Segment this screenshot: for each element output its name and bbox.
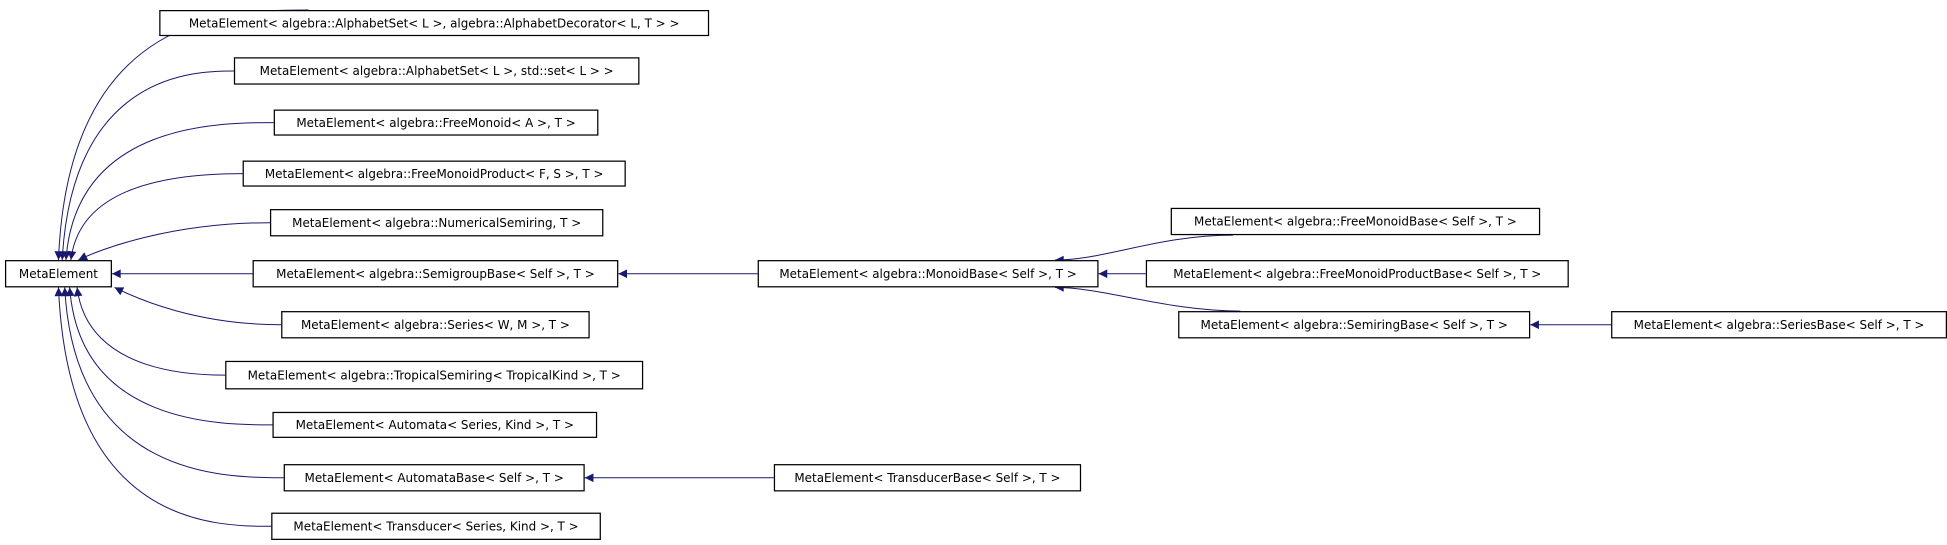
inheritance-edge-n10-to-root: [60, 287, 284, 479]
node-box: [1170, 207, 1541, 236]
edges: [54, 9, 1612, 527]
class-node-f1[interactable]: MetaElement< algebra::FreeMonoidBase< Se…: [1170, 207, 1541, 236]
class-node-n10[interactable]: MetaElement< AutomataBase< Self >, T >: [283, 464, 585, 492]
inheritance-edge-n3-to-root: [62, 122, 274, 261]
node-label: MetaElement< algebra::AlphabetSet< L >, …: [260, 64, 614, 78]
node-label: MetaElement< algebra::FreeMonoid< A >, T…: [296, 116, 575, 130]
class-node-n1[interactable]: MetaElement< algebra::AlphabetSet< L >, …: [159, 9, 710, 37]
inheritance-edge-n11-to-root: [54, 287, 272, 527]
node-label: MetaElement< Transducer< Series, Kind >,…: [293, 520, 578, 534]
node-box: [773, 464, 1082, 492]
node-box: [283, 464, 585, 492]
class-node-n11[interactable]: MetaElement< Transducer< Series, Kind >,…: [271, 512, 601, 540]
node-label: MetaElement< TransducerBase< Self >, T >: [794, 471, 1060, 485]
node-label: MetaElement< algebra::Series< W, M >, T …: [301, 318, 570, 332]
node-box: [225, 360, 644, 390]
node-label: MetaElement< algebra::FreeMonoidProduct<…: [265, 167, 604, 181]
node-label: MetaElement< algebra::SeriesBase< Self >…: [1634, 318, 1925, 332]
node-label: MetaElement< algebra::FreeMonoidBase< Se…: [1194, 215, 1517, 229]
class-node-n5[interactable]: MetaElement< algebra::NumericalSemiring,…: [269, 209, 604, 237]
class-node-n8[interactable]: MetaElement< algebra::TropicalSemiring< …: [225, 360, 644, 390]
class-node-n4[interactable]: MetaElement< algebra::FreeMonoidProduct<…: [242, 160, 626, 187]
node-box: [1611, 311, 1947, 339]
node-box: [252, 260, 619, 288]
node-box: [159, 9, 710, 37]
node-box: [273, 109, 599, 136]
class-node-m1[interactable]: MetaElement< algebra::MonoidBase< Self >…: [757, 260, 1099, 288]
class-node-s2[interactable]: MetaElement< algebra::SeriesBase< Self >…: [1611, 311, 1947, 339]
node-box: [269, 209, 604, 237]
class-node-n6[interactable]: MetaElement< algebra::SemigroupBase< Sel…: [252, 260, 619, 288]
node-label: MetaElement< algebra::TropicalSemiring< …: [248, 368, 621, 382]
class-node-root[interactable]: MetaElement: [4, 260, 112, 288]
class-node-n7[interactable]: MetaElement< algebra::Series< W, M >, T …: [281, 311, 590, 339]
nodes: MetaElement MetaElement< algebra::Alphabe…: [4, 9, 1947, 540]
node-box: [242, 160, 626, 187]
node-label: MetaElement< AutomataBase< Self >, T >: [305, 471, 564, 485]
node-label: MetaElement: [19, 267, 98, 281]
node-label: MetaElement< algebra::MonoidBase< Self >…: [779, 267, 1076, 281]
node-box: [757, 260, 1099, 288]
inheritance-edge-f1-to-m1: [1054, 234, 1233, 265]
inheritance-edge-n2-to-root: [58, 70, 234, 261]
node-box: [4, 260, 112, 288]
node-label: MetaElement< algebra::FreeMonoidProductB…: [1173, 267, 1541, 281]
class-node-n3[interactable]: MetaElement< algebra::FreeMonoid< A >, T…: [273, 109, 599, 136]
node-label: MetaElement< algebra::SemigroupBase< Sel…: [276, 267, 595, 281]
inheritance-edge-s1-to-m1: [1054, 283, 1241, 312]
node-label: MetaElement< algebra::NumericalSemiring,…: [292, 216, 581, 230]
node-box: [281, 311, 590, 339]
class-node-n2[interactable]: MetaElement< algebra::AlphabetSet< L >, …: [233, 57, 640, 85]
inheritance-edge-n7-to-root: [114, 286, 282, 326]
node-label: MetaElement< algebra::SemiringBase< Self…: [1201, 318, 1508, 332]
node-box: [233, 57, 640, 85]
inheritance-edge-n5-to-root: [78, 222, 270, 261]
class-node-n9[interactable]: MetaElement< Automata< Series, Kind >, T…: [272, 411, 598, 438]
node-box: [1145, 260, 1569, 288]
inheritance-edge-n8-to-root: [73, 287, 226, 376]
node-box: [1178, 311, 1531, 339]
node-label: MetaElement< algebra::AlphabetSet< L >, …: [189, 16, 680, 30]
node-box: [272, 411, 598, 438]
class-node-f2[interactable]: MetaElement< algebra::FreeMonoidProductB…: [1145, 260, 1569, 288]
inheritance-edge-n9-to-root: [65, 287, 273, 426]
node-label: MetaElement< Automata< Series, Kind >, T…: [296, 418, 574, 432]
node-box: [271, 512, 601, 540]
class-node-s1[interactable]: MetaElement< algebra::SemiringBase< Self…: [1178, 311, 1531, 339]
inheritance-edge-n4-to-root: [67, 173, 243, 261]
class-node-t1[interactable]: MetaElement< TransducerBase< Self >, T >: [773, 464, 1082, 492]
